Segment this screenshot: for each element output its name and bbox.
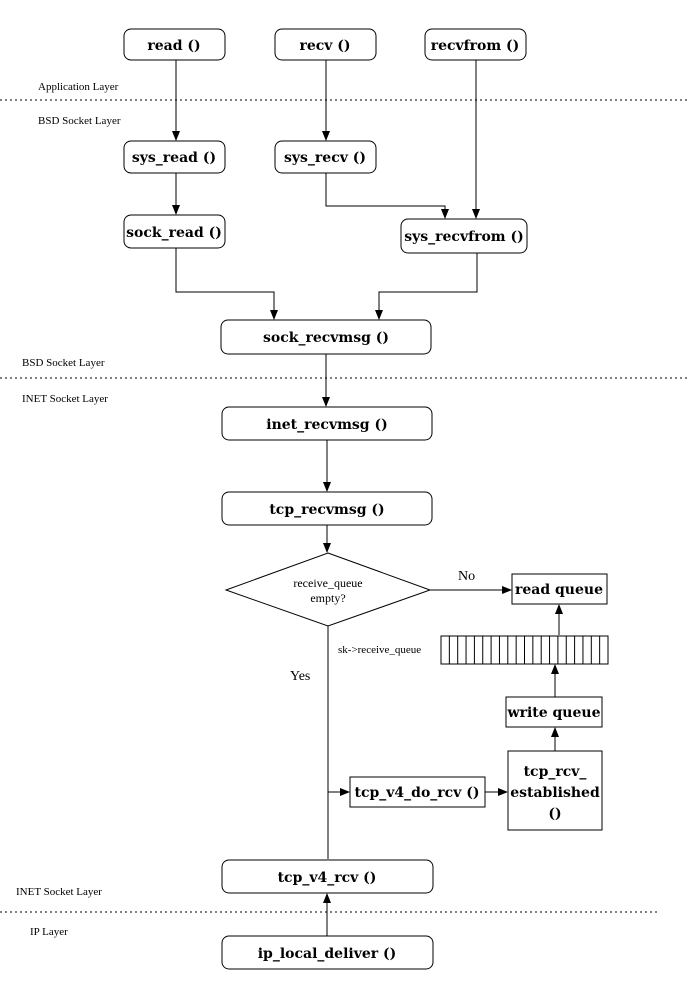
edge-label-no: No [458,569,475,584]
layer-label-bsd-top: BSD Socket Layer [38,115,121,127]
node-tcp-v4-do-rcv-label: tcp_v4_do_rcv () [355,785,480,801]
node-read-label: read () [147,38,200,54]
node-tcp-recvmsg-label: tcp_recvmsg () [269,502,384,518]
decision-line-1: receive_queue [293,576,362,590]
node-decision-receive-queue: receive_queue empty? [224,552,432,627]
node-sock-recvmsg: sock_recvmsg () [220,319,432,355]
node-write-queue: write queue [505,696,603,728]
node-tcp-v4-rcv: tcp_v4_rcv () [221,859,434,894]
node-inet-recvmsg: inet_recvmsg () [221,406,433,441]
node-sys-recv: sys_recv () [274,140,377,174]
node-tcp-v4-do-rcv: tcp_v4_do_rcv () [349,776,486,808]
arrow-sock-read-to-sock-recvmsg [175,248,278,320]
edge-label-yes: Yes [290,669,310,684]
arrow-sys-recv-to-sys-recvfrom [325,173,449,219]
node-tcp-rcv-established: tcp_rcv_ established () [507,750,603,831]
node-inet-recvmsg-label: inet_recvmsg () [266,417,387,433]
node-tcp-recvmsg: tcp_recvmsg () [221,491,433,526]
receive-queue-buffer [440,635,609,665]
node-sock-read: sock_read () [123,214,226,249]
node-sys-read: sys_read () [123,140,226,174]
node-tcp-v4-rcv-label: tcp_v4_rcv () [278,870,377,886]
arrow-sys-recvfrom-to-sock-recvmsg [375,253,478,320]
layer-label-bsd-bottom: BSD Socket Layer [22,357,105,369]
layer-label-application: Application Layer [38,81,119,93]
node-recvfrom: recvfrom () [424,28,527,61]
node-ip-local-deliver: ip_local_deliver () [221,935,434,970]
node-recv-label: recv () [299,38,350,54]
node-tcp-rcv-line-1: tcp_rcv_ [524,764,587,780]
node-sys-recvfrom-label: sys_recvfrom () [404,229,524,245]
layer-label-ip: IP Layer [30,926,68,938]
layer-label-inet-bottom: INET Socket Layer [16,886,102,898]
node-sys-recv-label: sys_recv () [284,150,366,166]
node-write-queue-label: write queue [507,705,601,721]
node-ip-local-deliver-label: ip_local_deliver () [258,946,397,962]
decision-line-2: empty? [310,591,345,605]
node-tcp-rcv-line-3: () [548,806,561,822]
node-recvfrom-label: recvfrom () [431,38,520,54]
node-sys-recvfrom: sys_recvfrom () [400,218,528,254]
node-recv: recv () [274,28,377,61]
layer-label-inet-top: INET Socket Layer [22,393,108,405]
node-read-queue-label: read queue [515,582,603,598]
node-sock-recvmsg-label: sock_recvmsg () [263,330,389,346]
receive-queue-label: sk->receive_queue [338,644,421,656]
node-read: read () [123,28,226,61]
node-read-queue: read queue [511,573,608,605]
node-sys-read-label: sys_read () [132,150,216,166]
node-sock-read-label: sock_read () [126,225,222,241]
connectors [172,60,563,936]
node-tcp-rcv-line-2: established [510,785,600,801]
